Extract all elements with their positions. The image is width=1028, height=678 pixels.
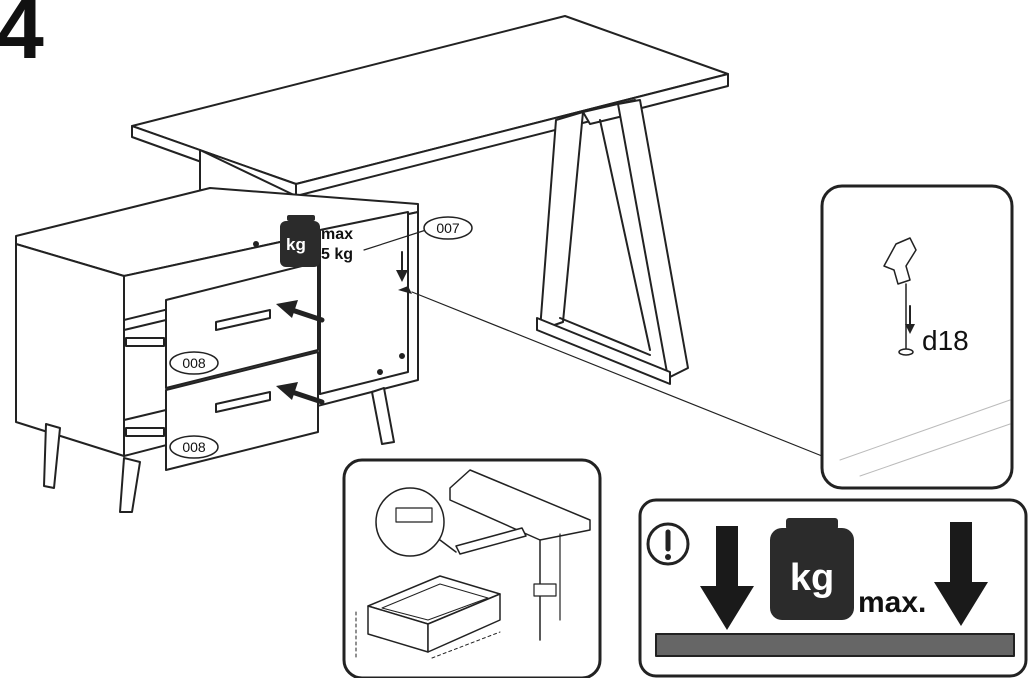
pin-007	[398, 286, 412, 294]
weight-max-label: max	[321, 226, 353, 243]
part-008-top-label: 008	[182, 355, 206, 371]
weight-kg-label: kg	[286, 235, 306, 254]
callout-line-007	[363, 229, 427, 251]
arrow-down-icon	[700, 526, 754, 630]
detail-pointer-line	[411, 291, 823, 457]
insert-arrow-top-icon	[276, 300, 325, 323]
warning-kg-label: kg	[790, 557, 834, 599]
arrow-down-icon	[396, 251, 408, 282]
part-008-top-badge	[169, 351, 219, 375]
screw-icon	[883, 237, 917, 356]
part-008-bottom-label: 008	[182, 439, 206, 455]
insert-arrow-bottom-icon	[276, 382, 325, 405]
weight-icon	[770, 518, 854, 620]
weight-value-label: 5 kg	[321, 246, 353, 263]
screw-size-label: d18	[922, 325, 969, 356]
screw-detail-panel	[820, 184, 1014, 490]
drawer-slide-detail-panel	[342, 458, 602, 678]
part-007-label: 007	[436, 220, 460, 236]
weight-icon	[280, 215, 320, 267]
exclamation-icon	[646, 522, 690, 566]
arrow-down-icon	[934, 522, 988, 626]
part-007-badge	[423, 216, 473, 240]
part-008-bottom-badge	[169, 435, 219, 459]
warning-max-label: max.	[858, 586, 926, 619]
step-number: 4	[0, 0, 44, 77]
desk-leg	[536, 99, 689, 385]
